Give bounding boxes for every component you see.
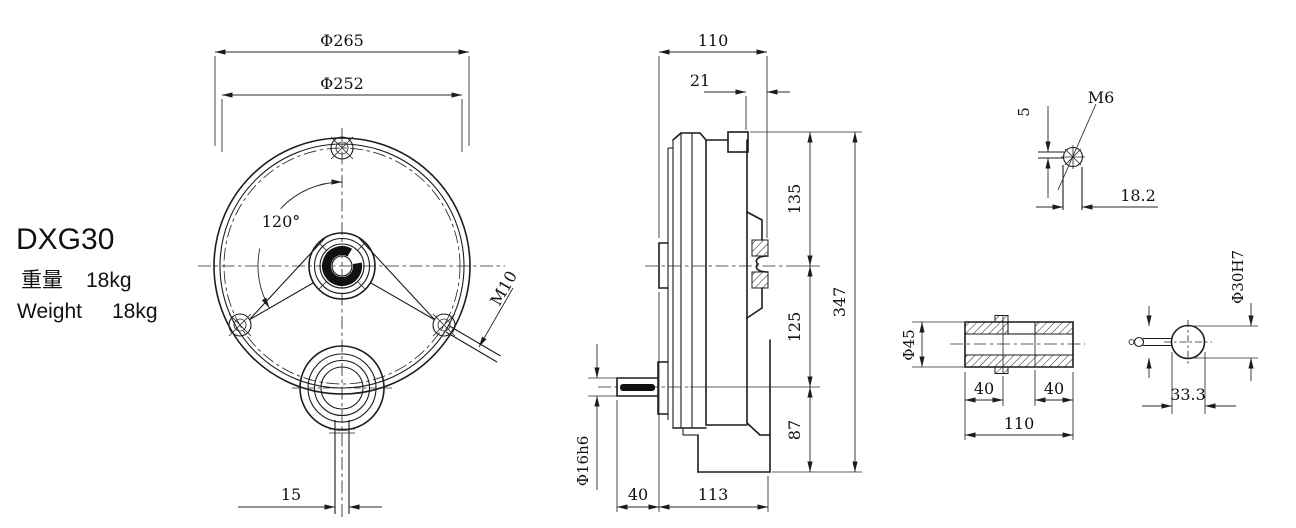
side-base-height: 87 — [785, 420, 804, 440]
front-shaft-width: 15 — [281, 485, 301, 504]
product-label: DXG30 重量 18kg Weight 18kg — [16, 223, 158, 323]
bolt-lower-left — [228, 313, 252, 337]
sleeve-key-right: 40 — [1044, 379, 1064, 398]
side-mid-height: 125 — [785, 312, 804, 343]
bore-width: 33.3 — [1170, 385, 1206, 404]
screw-detail: M6 5 18.2 — [1015, 88, 1158, 210]
sleeve-length: 110 — [1004, 414, 1035, 433]
screw-thread: M6 — [1088, 88, 1115, 107]
front-outer-diameter: Φ265 — [320, 31, 364, 50]
side-upper-height: 135 — [785, 184, 804, 215]
sleeve-outer-diameter: Φ45 — [900, 329, 918, 360]
side-output-shaft-diameter: Φ16h6 — [574, 436, 592, 487]
bolt-lower-right — [432, 313, 456, 337]
weight-label-cn: 重量 — [21, 269, 63, 292]
side-boss-depth: 21 — [690, 71, 710, 90]
side-shaft-length: 40 — [628, 485, 648, 504]
front-bolt-circle-diameter: Φ252 — [320, 74, 364, 93]
bore-diameter: Φ30H7 — [1229, 250, 1247, 304]
sleeve-key-left: 40 — [974, 379, 994, 398]
front-view: M10 Φ265 Φ252 120° — [198, 31, 521, 520]
side-body-depth: 113 — [698, 485, 729, 504]
sleeve-detail: Φ45 40 40 110 — [900, 315, 1085, 440]
model-name: DXG30 — [16, 223, 114, 256]
screw-spacing: 18.2 — [1120, 186, 1156, 205]
bore-detail: Φ30H7 33.3 — [1128, 250, 1258, 414]
side-depth: 110 — [698, 31, 729, 50]
weight-value-en: 18kg — [112, 300, 158, 323]
front-bolt-angle: 120° — [262, 212, 301, 231]
side-total-height: 347 — [830, 287, 849, 318]
screw-offset: 5 — [1015, 107, 1033, 117]
bolt-top — [330, 136, 354, 160]
weight-label-en: Weight — [17, 300, 82, 323]
bolt-thread-label: M10 — [486, 268, 521, 309]
weight-value-cn: 18kg — [86, 269, 132, 292]
side-view: 110 21 135 125 87 347 Φ16h6 40 113 — [574, 31, 862, 512]
